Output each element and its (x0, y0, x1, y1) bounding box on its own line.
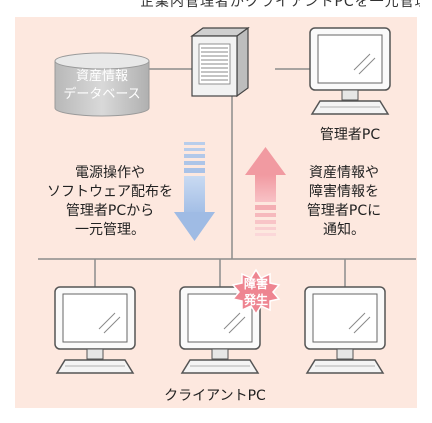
database-label-line1: 資産情報 (75, 69, 128, 84)
fault-badge-line: 障害 (243, 277, 268, 291)
network-lines (38, 68, 416, 287)
right-caption-line: 管理者PCに (306, 203, 382, 219)
fault-starburst-icon (231, 268, 281, 316)
right-caption-line: 資産情報や (309, 165, 379, 181)
right-caption-line: 通知。 (323, 222, 365, 238)
right-caption: 資産情報や 障害情報を 管理者PCに 通知。 (284, 164, 404, 240)
left-caption-line: ソフトウェア配布を (47, 184, 173, 200)
admin-pc-icon (309, 27, 391, 115)
left-caption-line: 一元管理。 (75, 222, 145, 238)
left-caption: 電源操作や ソフトウェア配布を 管理者PCから 一元管理。 (40, 164, 180, 240)
fault-badge: 障害 発生 (236, 276, 276, 308)
left-caption-line: 管理者PCから (65, 203, 155, 219)
fault-badge-line: 発生 (243, 293, 268, 307)
header-title-text: 企業内管理者がクライアントPCを一元管理 (140, 0, 420, 10)
admin-pc-label: 管理者PC (319, 127, 381, 143)
header-title: 企業内管理者がクライアントPCを一元管理 (140, 0, 420, 14)
database-label: 資産情報 データベース (57, 68, 147, 104)
down-arrow (174, 142, 215, 241)
server-icon (190, 26, 250, 98)
database-icon (54, 52, 150, 117)
right-caption-line: 障害情報を (309, 184, 379, 200)
database-label-line2: データベース (63, 87, 141, 102)
left-caption-line: 電源操作や (75, 165, 145, 181)
client-pc-1-icon (54, 286, 136, 374)
client-pc-label: クライアントPC (164, 388, 266, 404)
client-pc-3-icon (304, 286, 386, 374)
up-arrow (245, 147, 286, 236)
